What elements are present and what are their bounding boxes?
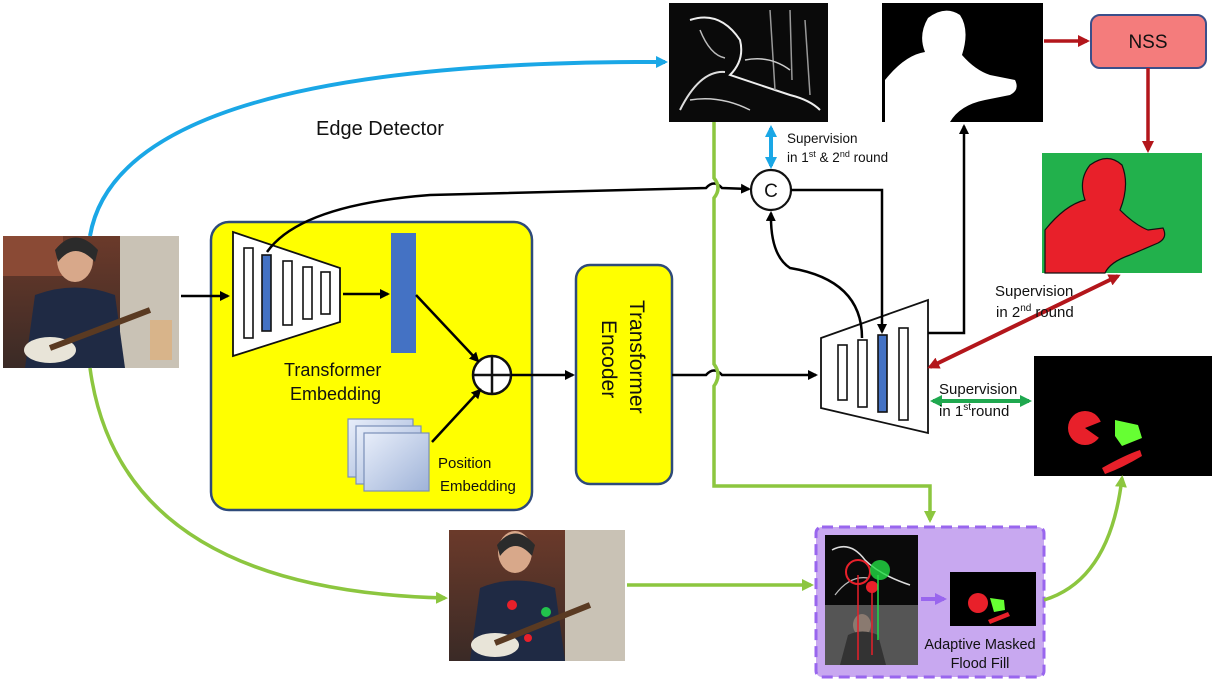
circled-plus-icon [471, 354, 513, 396]
concat-to-decoder-arrow [791, 188, 887, 334]
nss-box: NSS [1090, 14, 1207, 69]
flood-fill-label-2: Flood Fill [951, 656, 1010, 672]
position-embedding-label-1: Position [438, 455, 491, 472]
supervision-edge-label-1: Supervision [787, 131, 858, 146]
flood-fill-photo-thumb [825, 575, 918, 665]
flood-fill-result-thumb [950, 572, 1036, 626]
transformer-embedding-label-2: Embedding [290, 384, 381, 404]
transformer-encoder-label-2: Encoder [597, 320, 620, 398]
transformer-encoder-label-1: Transformer [625, 300, 648, 414]
pos-to-plus-arrow [431, 388, 482, 443]
edge-to-floodfill-line [712, 122, 936, 523]
transformer-encoder-box [574, 263, 674, 486]
flood-fill-label-1: Adaptive Masked [924, 637, 1035, 653]
concat-symbol: C [764, 181, 778, 202]
transformer-embedding-label-1: Transformer [284, 360, 381, 380]
saliency-map-icon [882, 3, 1043, 122]
position-embedding-label-2: Embedding [440, 478, 516, 495]
encoder-to-decoder-arrow [672, 369, 818, 380]
concat-node: C [749, 168, 793, 212]
decoder-to-concat-arrow [765, 211, 864, 339]
patch-embedding-bar [391, 233, 416, 353]
embedding-cnn-encoder [232, 230, 341, 358]
supervision-second-label-1: Supervision [995, 283, 1073, 300]
sparse-mask-image [1034, 356, 1212, 476]
patch-to-plus-arrow [415, 294, 480, 363]
supervision-first-label-1: Supervision [939, 381, 1017, 398]
edge-detector-arrow [88, 55, 668, 237]
edge-detector-label: Edge Detector [316, 118, 444, 140]
input-to-points-arrow [88, 367, 448, 604]
decoder [820, 298, 929, 435]
point-prompt-photo [449, 530, 625, 661]
mask-supervision-arrow [927, 274, 1121, 369]
input-photo [3, 236, 179, 368]
floodfill-to-sparse-arrow [1043, 475, 1127, 602]
stacked-squares-icon [347, 418, 430, 492]
supervision-edge-label-2: in 1st & 2nd round [787, 149, 888, 165]
supervision-first-label-2: in 1stround [939, 402, 1009, 420]
refined-mask-image [1042, 153, 1202, 274]
nss-label: NSS [1128, 32, 1167, 53]
edge-map-icon [669, 3, 828, 122]
decoder-to-saliency-arrow [928, 124, 969, 335]
